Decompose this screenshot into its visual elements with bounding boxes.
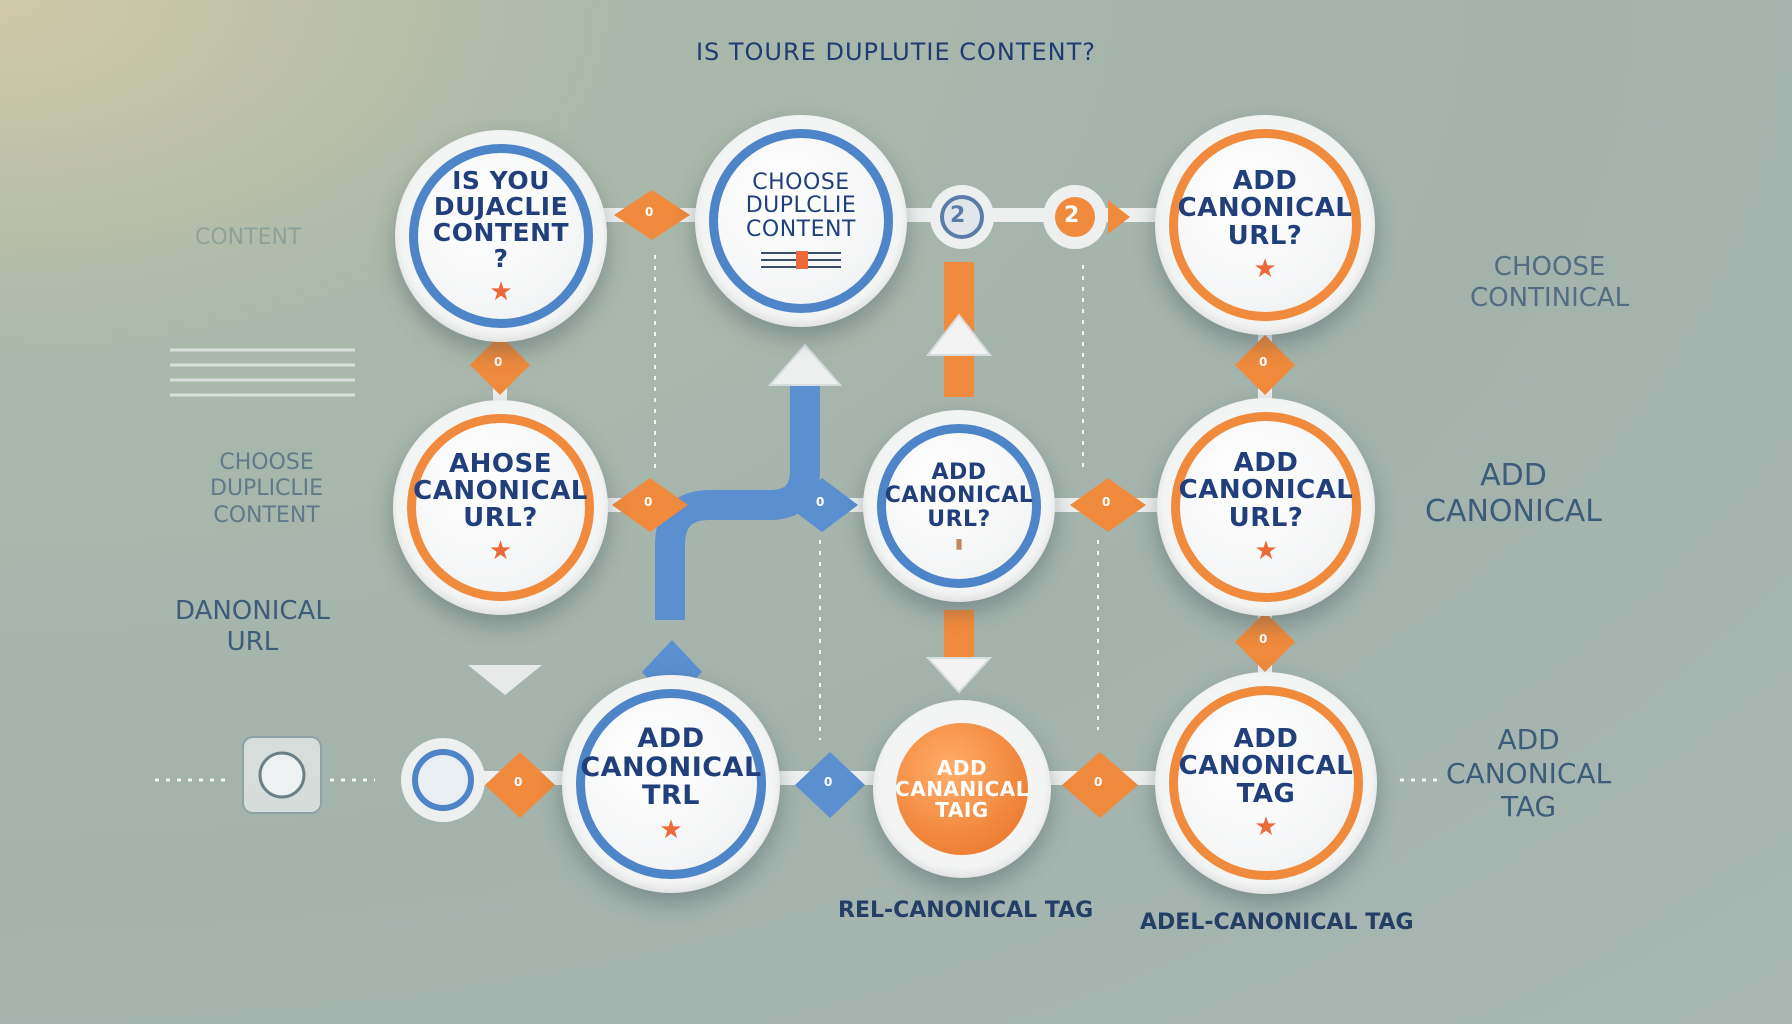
diamond-b9 [1235, 612, 1295, 672]
caption-adel-canonical-tag: ADEL-CANONICAL TAG [1140, 910, 1414, 935]
badge-b2-arrow [1108, 200, 1130, 234]
node-label: ADD CANONICAL URL? [1178, 448, 1354, 533]
node-ring: IS YOU DUJACLIE CONTENT ? ★ [409, 144, 593, 328]
diamond-digit-3: 0 [645, 205, 654, 219]
caption-rel-canonical-tag: REL-CANONICAL TAG [838, 898, 1094, 923]
node-ring: ADD CANONICAL URL? ★ [1171, 412, 1361, 602]
right-add-canonical-tag-label: ADD CANONICAL TAG [1446, 723, 1612, 824]
badge-b1-inner [940, 195, 984, 239]
diamond-digit-6: 0 [816, 495, 825, 509]
badge-number-2: 2 [1064, 203, 1080, 228]
node-label: IS YOU DUJACLIE CONTENT ? [432, 165, 570, 274]
node-label: ADD CANONICAL URL? [1177, 166, 1353, 251]
faint-down-arrow [468, 665, 542, 695]
diamond-b8 [1235, 335, 1295, 395]
node-label: ADD CANONICAL URL? [884, 460, 1034, 532]
node-choose-canonical-url[interactable]: AHOSE CANONICAL URL? ★ [393, 400, 608, 615]
diamond-b4 [470, 335, 530, 395]
node-label: ADD CANONICAL TAG [1178, 724, 1354, 809]
star-icon: ★ [488, 536, 513, 567]
diagram-title: IS TOURE DUPLUTIE CONTENT? [695, 38, 1097, 66]
star-icon: ★ [489, 276, 513, 307]
node-ring: AHOSE CANONICAL URL? ★ [407, 414, 594, 601]
marker-icon: ▮ [955, 535, 963, 552]
star-icon: ★ [1254, 535, 1278, 566]
orange-shaft-down [944, 610, 974, 665]
node-label: ADD CANONICAL TRL [580, 723, 762, 812]
diamond-b3 [614, 190, 690, 240]
star-icon: ★ [1254, 811, 1278, 842]
diamond-b11 [485, 752, 555, 818]
diamond-digit-7: 0 [1102, 495, 1111, 509]
diamond-digit-8: 0 [1259, 355, 1268, 369]
blue-pipe-arrow [655, 380, 820, 620]
node-add-canonical-url-right[interactable]: ADD CANONICAL URL? ★ [1157, 398, 1375, 616]
node-label: CHOOSE DUPLCLIE CONTENT [745, 170, 857, 242]
left-faint-label: CONTENT [195, 225, 302, 250]
badge-number-1: 2 [950, 203, 966, 228]
node-add-canonical-tag-solid[interactable]: ADD CANANICAL TAIG [873, 700, 1051, 878]
node-ring: CHOOSE DUPLCLIE CONTENT [709, 129, 893, 313]
right-add-canonical-label: ADD CANONICAL [1425, 458, 1602, 529]
diamond-digit-5: 0 [644, 495, 653, 509]
diamond-b13 [1062, 752, 1138, 818]
orange-arrowhead-down [925, 657, 993, 694]
node-add-canonical-url-center[interactable]: ADD CANONICAL URL? ▮ [863, 410, 1055, 602]
node-label: AHOSE CANONICAL URL? [413, 448, 588, 534]
node-is-duplicate-content[interactable]: IS YOU DUJACLIE CONTENT ? ★ [395, 130, 607, 342]
left-canonical-url-label: DANONICAL URL [175, 596, 330, 658]
left-choose-label: CHOOSE DUPLICLIE CONTENT [210, 450, 324, 528]
node-choose-duplicate-content[interactable]: CHOOSE DUPLCLIE CONTENT [695, 115, 907, 327]
node-ring: ADD CANONICAL URL? ★ [1169, 129, 1361, 321]
diamond-digit-10: 0 [514, 775, 523, 789]
diamond-b6 [786, 478, 858, 532]
node-ring: ADD CANONICAL TRL ★ [576, 689, 766, 879]
orange-arrowhead-up [925, 313, 993, 356]
diamond-digit-12: 0 [1094, 775, 1103, 789]
badge-b2-inner [1055, 197, 1095, 237]
right-choose-label: CHOOSE CONTINICAL [1470, 252, 1630, 314]
node-ring: ADD CANONICAL TAG ★ [1169, 686, 1363, 880]
lines-icon [761, 250, 841, 269]
node-add-canonical-url-top[interactable]: ADD CANONICAL URL? ★ [1155, 115, 1375, 335]
diamond-b5 [612, 478, 688, 532]
diamond-digit-11: 0 [824, 775, 833, 789]
small-node-inner [412, 749, 474, 811]
star-icon: ★ [659, 814, 683, 845]
diamond-digit-4: 0 [494, 355, 503, 369]
diamond-b12 [795, 752, 865, 818]
node-ring: ADD CANONICAL URL? ▮ [877, 424, 1041, 588]
node-ring: ADD CANANICAL TAIG [887, 714, 1037, 864]
node-add-canonical-tag[interactable]: ADD CANONICAL TAG ★ [1155, 672, 1377, 894]
node-add-canonical-trl[interactable]: ADD CANONICAL TRL ★ [562, 675, 780, 893]
diamond-b7 [1070, 478, 1146, 532]
left-icon-circle [258, 751, 306, 799]
diamond-digit-9: 0 [1259, 632, 1268, 646]
node-label: ADD CANANICAL TAIG [895, 755, 1029, 822]
star-icon: ★ [1253, 253, 1277, 284]
blue-arrowhead-up [767, 343, 843, 386]
